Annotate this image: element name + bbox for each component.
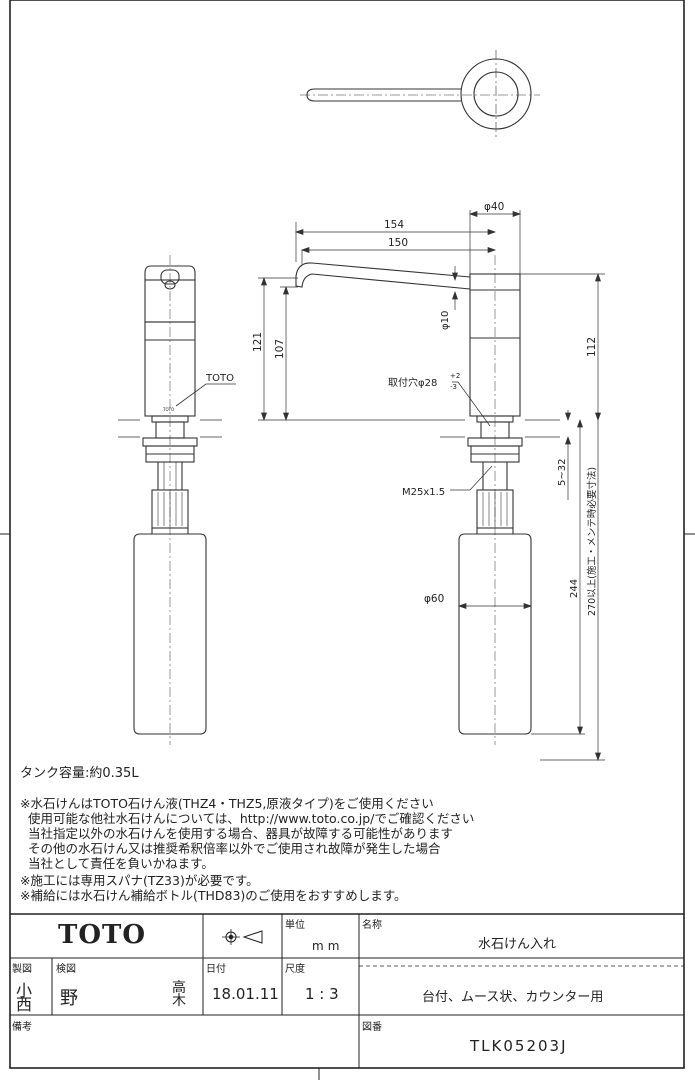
company-logo: TOTO — [58, 920, 146, 950]
unit-label: 単位 — [285, 920, 305, 931]
made-by-stamp: 小西 — [16, 981, 33, 1014]
unit-value: mm — [312, 939, 344, 953]
note-line-6: ※施工には専用スパナ(TZ33)が必要です。 — [20, 873, 259, 888]
dim-154: 154 — [384, 219, 404, 231]
dim-112: 112 — [586, 337, 598, 357]
note-line-5: 当社として責任を負いかねます。 — [20, 856, 214, 871]
scale-value: 1 : 3 — [305, 985, 339, 1003]
description-value: 台付、ムース状、カウンター用 — [422, 990, 604, 1005]
checked-by-stamp: 野 — [60, 988, 78, 1009]
scale-label: 尺度 — [285, 964, 305, 975]
dim-d60: φ60 — [424, 593, 444, 605]
dim-270: 270以上(施工・メンテ時必要寸法) — [586, 467, 598, 616]
number-label: 図番 — [362, 1022, 382, 1033]
drawing-number: TLK05203J — [470, 1037, 568, 1055]
check-label: 検図 — [56, 964, 76, 975]
note-line-4: その他の水石けん又は推奨希釈倍率以外でご使用され故障が発生した場合 — [20, 841, 441, 856]
date-label: 日付 — [206, 964, 226, 975]
note-line-7: ※補給には水石けん補給ボトル(THD83)のご使用をおすすめします。 — [20, 888, 407, 903]
remarks-label: 備考 — [12, 1022, 32, 1033]
dim-5-32: 5~32 — [557, 459, 568, 486]
mount-tol-minus: -3 — [450, 383, 457, 391]
note-line-1: ※水石けんはTOTO石けん液(THZ4・THZ5,原液タイプ)をご使用ください — [20, 796, 434, 811]
dim-107: 107 — [274, 339, 286, 359]
mount-hole-label: 取付穴φ28 — [388, 376, 437, 389]
title-block-grid — [10, 913, 684, 1068]
thread-label: M25x1.5 — [402, 487, 445, 498]
side-view — [295, 255, 560, 745]
dim-d40: φ40 — [484, 201, 504, 213]
top-view — [300, 50, 540, 138]
brand-mark-body: TOTO — [162, 407, 174, 412]
dim-121: 121 — [252, 332, 264, 352]
dim-d10: φ10 — [440, 311, 451, 330]
tank-capacity: タンク容量:約0.35L — [20, 766, 139, 781]
dim-150: 150 — [388, 237, 408, 249]
dimension-lines — [258, 210, 605, 762]
note-line-3: 当社指定以外の水石けんを使用する場合、器具が故障する可能性があります — [20, 826, 453, 841]
sheet-border — [9, 0, 685, 1069]
approved-by-stamp: 高木 — [172, 980, 186, 1009]
note-line-2: 使用可能な他社水石けんについては、http://www.toto.co.jp/で… — [20, 811, 475, 826]
made-label: 製図 — [12, 964, 32, 975]
date-value: 18.01.11 — [212, 985, 279, 1003]
dim-244: 244 — [569, 579, 580, 598]
brand-mark-label: TOTO — [205, 373, 234, 384]
name-label: 名称 — [362, 920, 382, 931]
name-value: 水石けん入れ — [478, 937, 557, 952]
mount-tol-plus: +2 — [450, 372, 460, 380]
front-view — [118, 255, 236, 745]
